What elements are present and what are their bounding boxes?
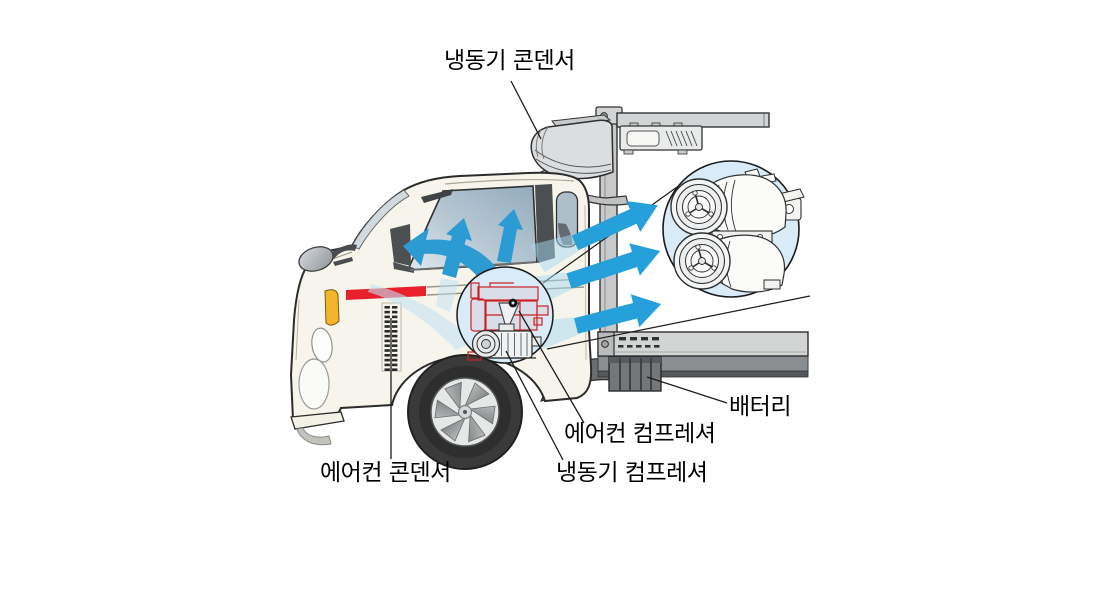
label-ac-compressor: 에어컨 컴프레셔	[564, 421, 716, 447]
refrigerator-compressor-detail	[471, 323, 542, 359]
magnifier-large	[662, 160, 805, 298]
frame-top-bar	[616, 112, 770, 128]
bed-frame-rail	[597, 370, 809, 378]
roof-evaporator-unit	[619, 122, 703, 155]
refrigerator-condenser-pod	[530, 114, 629, 206]
front-wheel	[407, 354, 523, 470]
airflow-arrow-curved	[403, 228, 498, 281]
headlamp	[311, 327, 333, 363]
compressor-pulley-lower	[673, 232, 731, 290]
battery-box	[608, 356, 662, 392]
leader-battery	[646, 376, 728, 404]
windshield-sliver	[351, 189, 410, 250]
label-refrigerator-compressor: 냉동기 컴프레셔	[556, 460, 708, 486]
leader-ac-compressor	[518, 310, 585, 424]
compressor-pulley-upper	[670, 178, 728, 236]
window-top-trim	[421, 189, 453, 203]
side-mirror	[298, 244, 357, 272]
fog-lamp	[298, 358, 330, 410]
deck-dash-marks	[618, 337, 660, 348]
wheel-spokes	[434, 381, 496, 443]
front-mudflap	[296, 427, 332, 446]
leader-lines	[390, 80, 728, 461]
turn-signal-lamp	[324, 289, 340, 326]
mirror-mount-panel	[390, 224, 414, 273]
label-battery: 배터리	[729, 394, 791, 420]
mirror-glass	[298, 246, 334, 272]
airflow-arrow-right-1	[529, 200, 658, 273]
airflow-arrow-up-2	[497, 209, 523, 263]
leader-refrigerator-compressor	[505, 350, 564, 461]
evaporator-vent-grille	[665, 130, 698, 147]
dual-compressor-detail	[670, 168, 805, 293]
leader-refrigerator-condenser	[510, 80, 542, 140]
label-refrigerator-condenser: 냉동기 콘덴서	[444, 48, 575, 74]
label-ac-condenser: 에어컨 콘덴서	[320, 460, 451, 486]
magnifier-small	[456, 266, 554, 364]
front-bumper-lip	[290, 411, 345, 430]
